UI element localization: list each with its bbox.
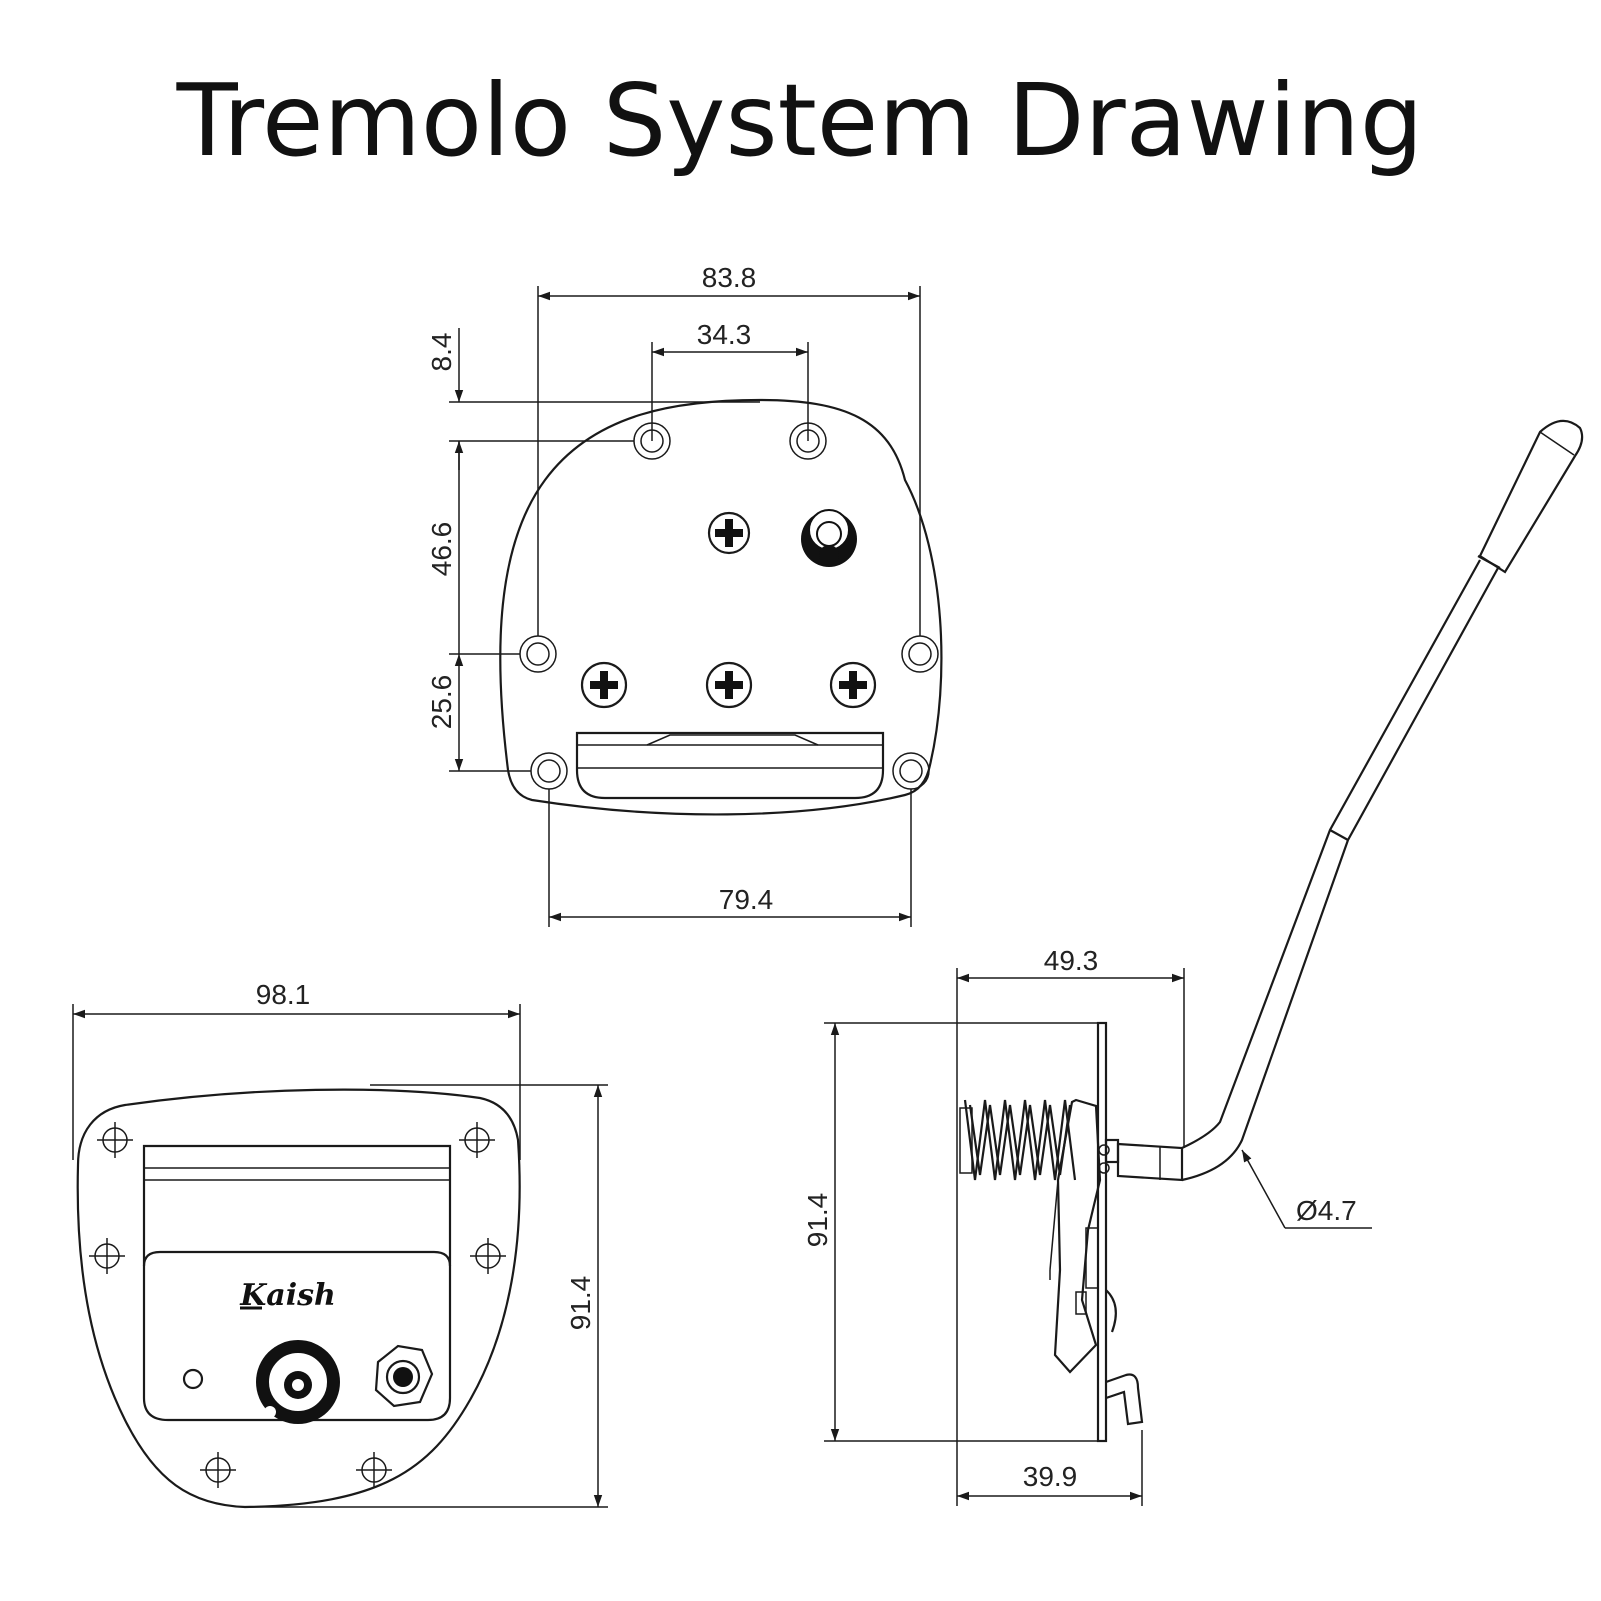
spring-icon (959, 1099, 1077, 1181)
dim-top-mid-height: 46.6 (426, 522, 457, 577)
top-plate-outline (499, 398, 943, 816)
jack-icon (256, 1340, 340, 1424)
hook (1105, 1373, 1144, 1426)
dim-top-offset: 8.4 (426, 333, 457, 372)
dim-bottom-width: 98.1 (256, 979, 311, 1010)
dim-top-lower-height: 25.6 (426, 675, 457, 730)
dim-side-top-width: 49.3 (1044, 945, 1099, 976)
dim-side-bottom-width: 39.9 (1023, 1461, 1078, 1492)
small-hole (182, 1368, 204, 1390)
spring-arm (1053, 1098, 1102, 1374)
arm-socket-icon (801, 509, 857, 567)
tremolo-arm (1181, 419, 1584, 1182)
dim-top-hole-spacing: 34.3 (697, 319, 752, 350)
phillips-screw-icon (580, 661, 628, 709)
dim-side-height: 91.4 (802, 1193, 833, 1248)
side-plate (1096, 1021, 1108, 1443)
dim-arm-diameter: Ø4.7 (1296, 1195, 1357, 1226)
mount-hole-icon (200, 1452, 236, 1488)
arm-shaft (1098, 1138, 1184, 1182)
dim-top-bottom-width: 79.4 (719, 884, 774, 915)
dim-top-width: 83.8 (702, 262, 757, 293)
phillips-screw-icon (829, 661, 877, 709)
top-view: 83.8 34.3 8.4 46.6 25.6 79.4 (426, 262, 943, 927)
mount-hole-icon (356, 1452, 392, 1488)
dim-bottom-height: 91.4 (565, 1276, 596, 1331)
mount-hole-icon (97, 1122, 133, 1158)
hex-nut-icon (374, 1344, 434, 1408)
mount-hole-icon (470, 1238, 506, 1274)
phillips-screw-icon (707, 511, 751, 555)
phillips-screw-icon (705, 661, 753, 709)
mount-hole (901, 635, 939, 673)
mount-hole (892, 752, 930, 790)
mount-hole-icon (459, 1122, 495, 1158)
bridge-block (575, 731, 885, 800)
side-view: 49.3 91.4 39.9 Ø4.7 (802, 419, 1584, 1506)
mount-hole (530, 752, 568, 790)
page-title: Tremolo System Drawing (176, 62, 1424, 179)
front-view: Kaish 98.1 91.4 (72, 979, 608, 1509)
front-plate-outline (76, 1088, 521, 1509)
mount-hole (519, 635, 557, 673)
mount-hole-icon (89, 1238, 125, 1274)
front-cover (142, 1144, 452, 1422)
